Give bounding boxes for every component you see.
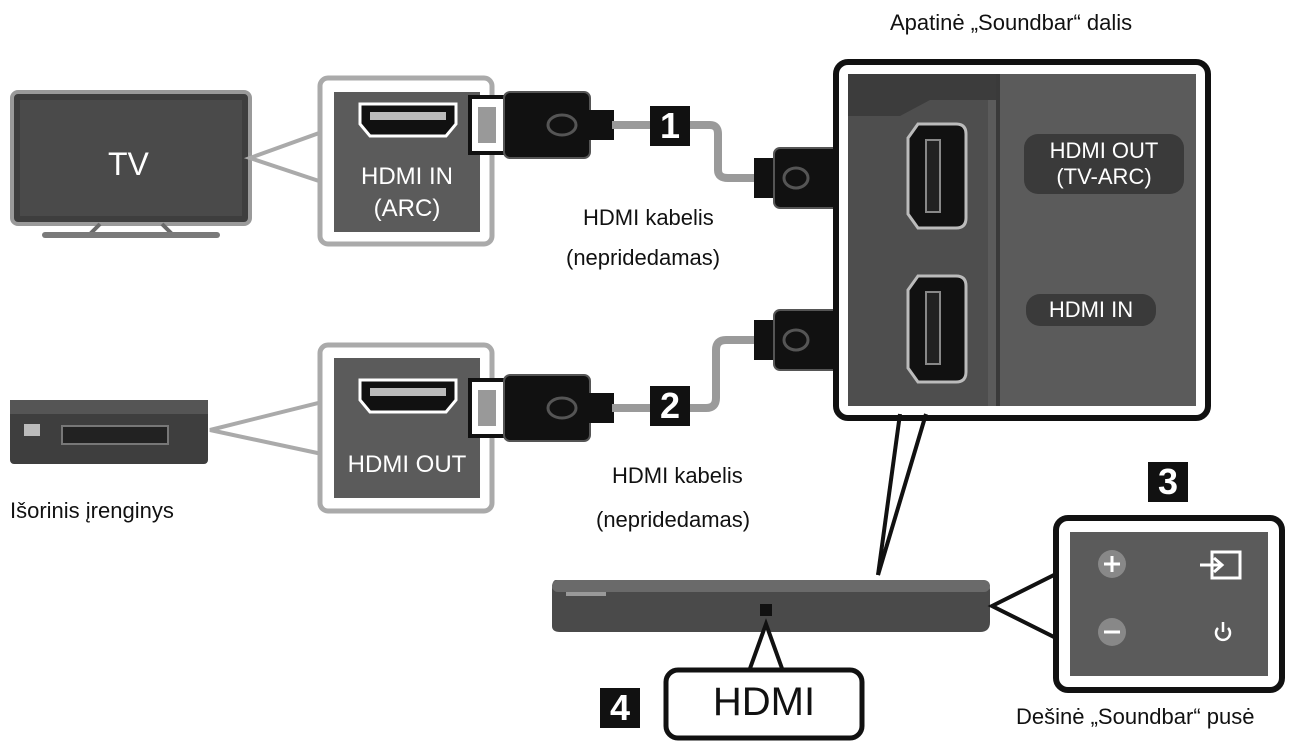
step-badge-4: 4 bbox=[600, 688, 640, 728]
input-source-icon bbox=[1200, 550, 1242, 580]
hdmi-cable-1 bbox=[612, 121, 760, 182]
cable-2-label-line1: HDMI kabelis bbox=[612, 463, 743, 488]
display-text: HDMI bbox=[712, 680, 816, 724]
display-pointer bbox=[746, 618, 786, 675]
hdmi-port-icon bbox=[906, 122, 968, 230]
tv-port-label-line2: (ARC) bbox=[373, 195, 441, 222]
hdmi-plug-icon bbox=[468, 91, 614, 159]
port-label-hdmi-out-line1: HDMI OUT bbox=[1049, 138, 1159, 163]
hdmi-plug-icon bbox=[468, 374, 614, 442]
soundbar-right-pointer bbox=[987, 568, 1062, 644]
cable-2-label-line2: (nepridedamas) bbox=[596, 507, 751, 532]
external-callout-pointer bbox=[209, 399, 324, 457]
port-label-hdmi-in: HDMI IN bbox=[1026, 294, 1156, 326]
power-icon bbox=[1214, 622, 1232, 642]
port-label-hdmi-out-line2: (TV-ARC) bbox=[1056, 164, 1152, 189]
port-label-hdmi-out: HDMI OUT (TV-ARC) bbox=[1024, 134, 1184, 194]
display-callout bbox=[663, 667, 865, 741]
external-device-illustration bbox=[10, 400, 208, 464]
hdmi-port-icon bbox=[906, 274, 968, 384]
hdmi-port-icon bbox=[358, 378, 458, 414]
soundbar-illustration bbox=[552, 580, 990, 632]
soundbar-right-title: Dešinė „Soundbar“ pusė bbox=[1016, 704, 1255, 729]
tv-callout-pointer bbox=[243, 129, 324, 185]
cable-1-label-line2: (nepridedamas) bbox=[566, 245, 721, 270]
step-badge-2: 2 bbox=[650, 386, 690, 426]
tv-label: TV bbox=[108, 146, 149, 182]
tv-port-label-line1: HDMI IN bbox=[361, 163, 453, 190]
external-device-label: Išorinis įrenginys bbox=[10, 498, 174, 523]
step-badge-1: 1 bbox=[650, 106, 690, 146]
tv-illustration bbox=[10, 90, 252, 238]
external-port-label: HDMI OUT bbox=[347, 451, 467, 478]
step-badge-3: 3 bbox=[1148, 462, 1188, 502]
soundbar-bottom-title: Apatinė „Soundbar“ dalis bbox=[890, 10, 1133, 35]
minus-icon bbox=[1098, 618, 1126, 646]
hdmi-port-icon bbox=[358, 102, 458, 138]
hdmi-cable-2 bbox=[612, 336, 760, 412]
plus-icon bbox=[1098, 550, 1126, 578]
soundbar-bottom-pointer bbox=[876, 413, 902, 576]
cable-1-label-line1: HDMI kabelis bbox=[583, 205, 714, 230]
